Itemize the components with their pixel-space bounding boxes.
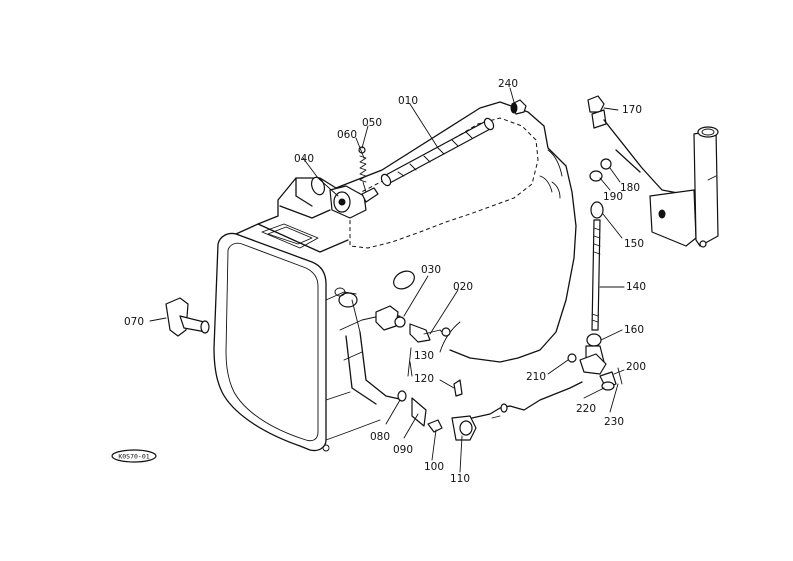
shift-shaft-assembly [310, 117, 495, 219]
callout-040: 040 [294, 153, 314, 165]
leader-lines [149, 87, 625, 473]
callout-200: 200 [626, 361, 646, 373]
callout-070: 070 [124, 316, 144, 328]
callout-170: 170 [622, 104, 642, 116]
callout-labels: 010 020 030 040 050 060 070 080 090 100 … [124, 78, 646, 485]
callout-110: 110 [450, 473, 470, 485]
callout-020: 020 [453, 281, 473, 293]
part-070 [165, 297, 210, 337]
callout-160: 160 [624, 324, 644, 336]
callout-210: 210 [526, 371, 546, 383]
callout-060: 060 [337, 129, 357, 141]
callout-190: 190 [603, 191, 623, 203]
diagram-reference-stamp: K0S70-01 [111, 449, 157, 463]
part-240 [510, 99, 527, 115]
callout-080: 080 [370, 431, 390, 443]
callout-180: 180 [620, 182, 640, 194]
callout-100: 100 [424, 461, 444, 473]
lower-linkage [397, 361, 583, 441]
transmission-housing [213, 101, 577, 452]
callout-050: 050 [362, 117, 382, 129]
callout-240: 240 [498, 78, 518, 90]
callout-230: 230 [604, 416, 624, 428]
callout-030: 030 [421, 264, 441, 276]
callout-090: 090 [393, 444, 413, 456]
rod-and-bracket [567, 95, 719, 391]
callout-150: 150 [624, 238, 644, 250]
callout-130: 130 [414, 350, 434, 362]
callout-220: 220 [576, 403, 596, 415]
part-020-030 [375, 305, 451, 343]
callout-120: 120 [414, 373, 434, 385]
callout-010: 010 [398, 95, 418, 107]
callout-140: 140 [626, 281, 646, 293]
stamp-text: K0S70-01 [118, 453, 149, 461]
